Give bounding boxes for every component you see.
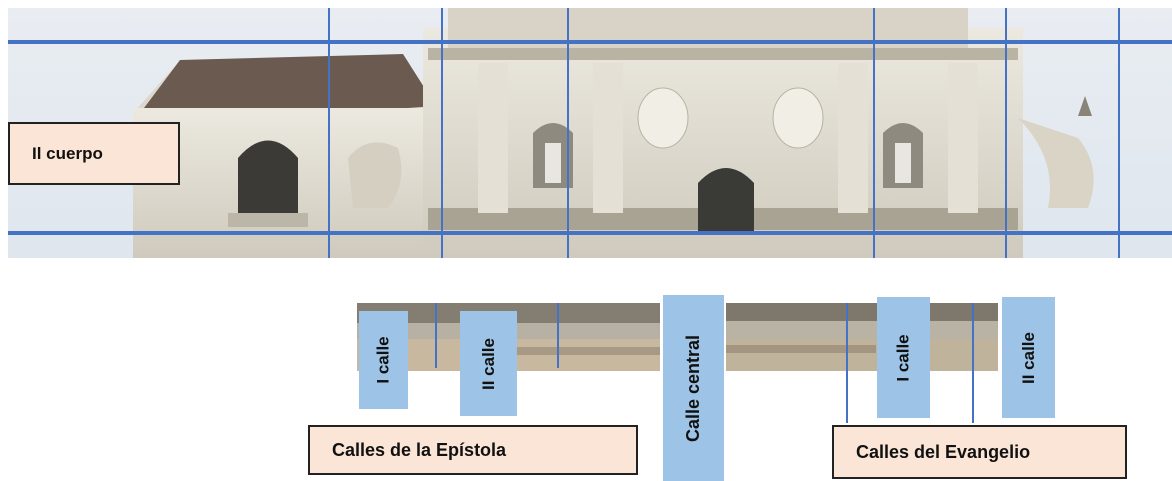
street-evangelio-1: I calle — [877, 297, 930, 418]
group-label-evangelio: Calles del Evangelio — [832, 425, 1127, 479]
facade-illustration — [8, 8, 1172, 258]
divider-line — [846, 303, 848, 423]
ground-strip-right-illustration — [726, 303, 998, 371]
facade-photo — [8, 8, 1172, 258]
section-label-cuerpo: Il cuerpo — [8, 122, 180, 185]
divider-line — [972, 303, 974, 423]
street-epistola-1-text: I calle — [373, 336, 393, 384]
group-label-epistola: Calles de la Epístola — [308, 425, 638, 475]
street-epistola-1: I calle — [359, 311, 408, 409]
street-epistola-2: II calle — [460, 311, 517, 416]
street-central-text: Calle central — [683, 334, 703, 442]
divider-line — [557, 303, 559, 368]
street-evangelio-2: II calle — [1002, 297, 1055, 418]
street-evangelio-2-text: II calle — [1018, 331, 1038, 384]
group-label-evangelio-text: Calles del Evangelio — [856, 441, 1031, 462]
group-label-epistola-text: Calles de la Epístola — [332, 439, 507, 460]
street-central: Calle central — [663, 295, 724, 481]
ground-strip-right — [726, 303, 998, 371]
street-evangelio-1-text: I calle — [893, 333, 913, 382]
section-label-cuerpo-text: Il cuerpo — [32, 143, 103, 163]
divider-line — [435, 303, 437, 368]
street-epistola-2-text: II calle — [478, 337, 498, 390]
